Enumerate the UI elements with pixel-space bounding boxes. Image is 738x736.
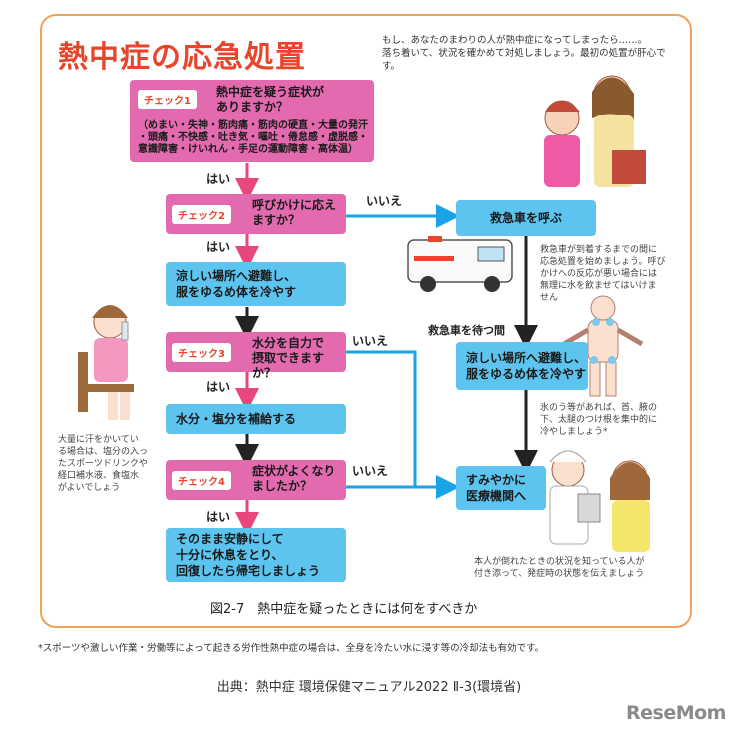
ambulance-icon <box>407 236 513 292</box>
girl-drinking-illustration <box>78 305 134 420</box>
drink-note: 大量に汗をかいてい る場合は、塩分の入っ たスポーツドリンクや 経口補水液、食塩… <box>58 435 149 493</box>
yes-label-4: はい <box>206 510 231 524</box>
ambulance-note: 救急車が到着するまでの間に 応急処置を始めましょう。呼び かけへの反応が悪い場合… <box>540 245 666 303</box>
cooling-body-illustration <box>562 295 644 397</box>
hydrate-action-box: 水分・塩分を補給する <box>166 404 346 434</box>
nurse-and-woman-illustration <box>549 450 650 552</box>
check3-box: チェック3 水分を自力で 摂取できますか？ <box>166 332 346 380</box>
check3-badge: チェック3 <box>172 343 231 362</box>
check4-box: チェック4 症状がよくなり ましたか？ <box>166 460 346 500</box>
check2-badge: チェック2 <box>172 205 231 224</box>
check3-question: 水分を自力で 摂取できますか？ <box>252 336 325 380</box>
check1-box: チェック1 熱中症を疑う症状が ありますか？ （めまい・失神・筋肉痛・筋肉の硬直… <box>130 80 374 162</box>
footnote: *スポーツや激しい作業・労働等によって起きる労作性熱中症の場合は、全身を冷たい水… <box>38 643 545 654</box>
check1-question: 熱中症を疑う症状が ありますか？ <box>216 85 325 114</box>
cool2-action-box: 涼しい場所へ避難し、 服をゆるめ体を冷やす <box>456 342 588 390</box>
no-label-3: いいえ <box>352 464 389 478</box>
wait-label: 救急車を待つ間 <box>428 324 505 337</box>
no-label-2: いいえ <box>352 334 389 348</box>
resemom-logo: ReseMom <box>626 702 726 724</box>
ice-note: 氷のう等があれば、首、腋の 下、太腿のつけ根を集中的に 冷やしましょう* <box>540 403 658 437</box>
yes-label-3: はい <box>206 380 231 394</box>
no-label-1: いいえ <box>366 194 403 208</box>
rest-action-box: そのまま安静にして 十分に休息をとり、 回復したら帰宅しましょう <box>166 528 346 582</box>
yes-label-2: はい <box>206 240 231 254</box>
source-citation: 出典：熱中症 環境保健マニュアル2022 Ⅱ-3(環境省) <box>216 680 522 695</box>
figure-caption: 図2-7 熱中症を疑ったときには何をすべきか <box>210 602 478 617</box>
yes-label-1: はい <box>206 172 231 186</box>
check4-question: 症状がよくなり ましたか？ <box>252 464 336 493</box>
hospital-action-box: すみやかに 医療機関へ <box>456 466 546 510</box>
ambulance-action-box: 救急車を呼ぶ <box>456 200 596 236</box>
cool-action-box: 涼しい場所へ避難し、 服をゆるめ体を冷やす <box>166 262 346 306</box>
page-title: 熱中症の応急処置 <box>58 40 306 75</box>
arrow-check3-hospital <box>346 350 460 499</box>
check1-badge: チェック1 <box>138 90 197 109</box>
check2-box: チェック2 呼びかけに応え ますか？ <box>166 194 346 234</box>
women-helping-illustration <box>544 75 646 187</box>
hospital-note: 本人が倒れたときの状況を知っている人が 付き添って、発症時の状態を伝えましょう <box>474 557 645 579</box>
check1-symptoms: （めまい・失神・筋肉痛・筋肉の硬直・大量の発汗 ・頭痛・不快感・吐き気・嘔吐・倦… <box>138 120 368 155</box>
check2-question: 呼びかけに応え ますか？ <box>252 198 337 227</box>
intro-text: もし、あなたのまわりの人が熱中症になってしまったら……。 落ち着いて、状況を確か… <box>382 35 666 72</box>
check4-badge: チェック4 <box>172 471 231 490</box>
